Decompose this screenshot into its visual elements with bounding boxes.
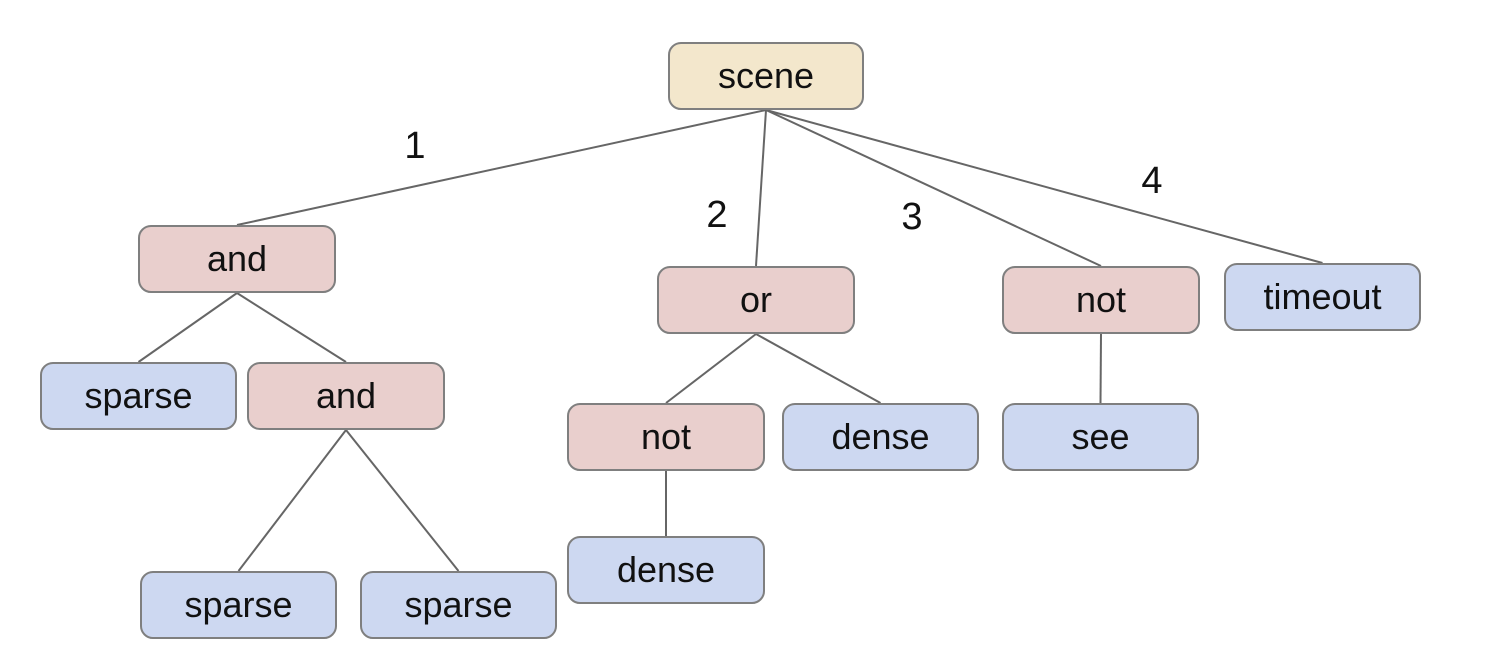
tree-node-sparse3: sparse xyxy=(360,571,557,639)
edge-label-1: 1 xyxy=(404,125,426,167)
tree-node-not1: not xyxy=(1002,266,1200,334)
tree-node-label: not xyxy=(1075,279,1127,320)
tree-node-sparse1: sparse xyxy=(40,362,237,430)
tree-node-scene: scene xyxy=(668,42,864,110)
edge-label-4: 4 xyxy=(1141,160,1163,202)
edge-and1-and2 xyxy=(236,292,347,363)
tree-node-dense2: dense xyxy=(567,536,765,604)
tree-node-label: and xyxy=(315,375,377,416)
tree-node-label: sparse xyxy=(404,584,513,625)
tree-node-label: or xyxy=(739,279,772,320)
tree-node-timeout1: timeout xyxy=(1224,263,1421,331)
edge-or1-not2 xyxy=(665,333,757,404)
edge-label-3: 3 xyxy=(901,196,923,238)
edge-or1-dense1 xyxy=(755,333,881,404)
tree-node-see1: see xyxy=(1002,403,1199,471)
edge-scene-timeout1 xyxy=(765,109,1323,264)
edge-and1-sparse1 xyxy=(137,292,238,363)
tree-node-label: and xyxy=(206,238,268,279)
tree-node-label: timeout xyxy=(1263,276,1382,317)
edge-scene-or1 xyxy=(755,109,767,267)
tree-node-label: sparse xyxy=(184,584,293,625)
edge-label-2: 2 xyxy=(706,194,728,236)
tree-node-and1: and xyxy=(138,225,336,293)
tree-node-not2: not xyxy=(567,403,765,471)
edge-scene-not1 xyxy=(765,109,1102,267)
edge-scene-and1 xyxy=(236,109,767,226)
tree-node-label: scene xyxy=(717,55,815,96)
tree-node-label: not xyxy=(640,416,692,457)
tree-node-label: dense xyxy=(831,416,930,457)
tree-node-and2: and xyxy=(247,362,445,430)
edge-and2-sparse3 xyxy=(345,429,460,572)
edge-and2-sparse2 xyxy=(237,429,347,572)
tree-node-dense1: dense xyxy=(782,403,979,471)
tree-node-label: sparse xyxy=(84,375,193,416)
tree-node-sparse2: sparse xyxy=(140,571,337,639)
tree-node-label: dense xyxy=(616,549,716,590)
tree-node-label: see xyxy=(1071,416,1130,457)
tree-node-or1: or xyxy=(657,266,855,334)
edge-not1-see1 xyxy=(1099,333,1102,404)
